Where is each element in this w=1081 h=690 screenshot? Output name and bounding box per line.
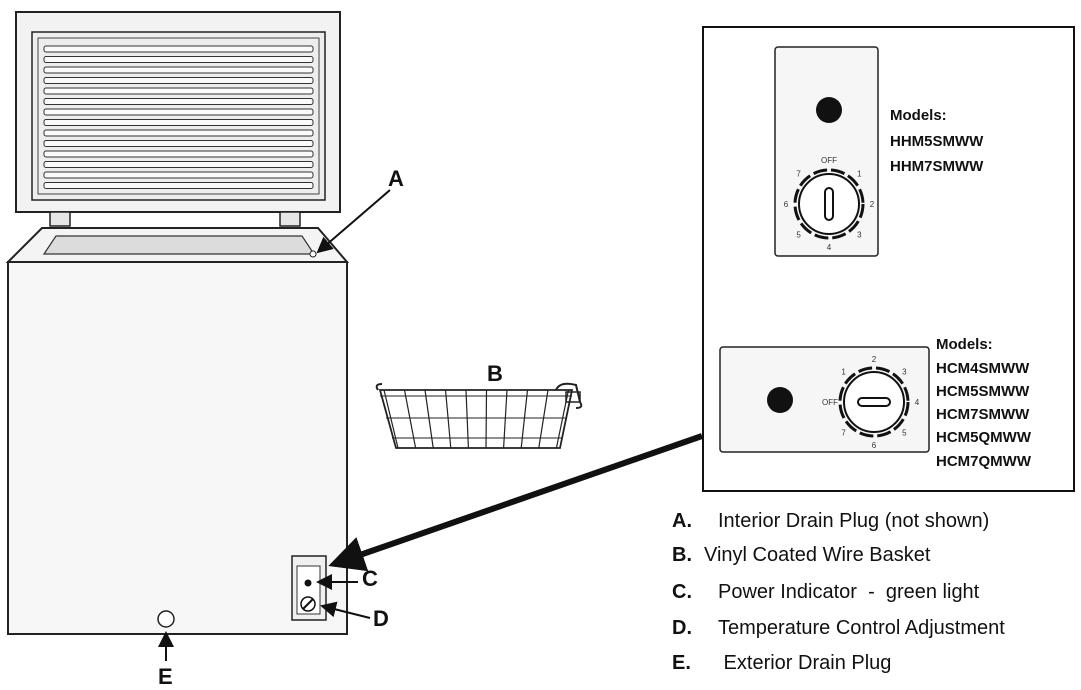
callout-e: E bbox=[158, 664, 173, 689]
lid-rib bbox=[43, 140, 314, 147]
panel2-dial-number: 6 bbox=[872, 441, 877, 450]
legend-text-b: Vinyl Coated Wire Basket bbox=[704, 544, 931, 566]
basket-wire bbox=[465, 389, 469, 449]
panel2-dial-ring bbox=[838, 366, 910, 438]
lid-rib bbox=[43, 56, 314, 63]
lid-rib bbox=[43, 171, 314, 179]
panel2-dial-number: 1 bbox=[841, 368, 846, 377]
panel1-dial-off-label: OFF bbox=[821, 156, 837, 165]
legend-letter-d: D. bbox=[672, 617, 692, 639]
lid-rib bbox=[43, 150, 314, 158]
lid-rib bbox=[43, 108, 314, 116]
power-indicator-light bbox=[304, 579, 312, 587]
legend-letter-c: C. bbox=[672, 581, 692, 603]
lid-rib bbox=[43, 87, 314, 95]
panel1-power-light bbox=[816, 97, 842, 123]
panel1-dial-number: 5 bbox=[796, 230, 801, 239]
legend-letter-e: E. bbox=[672, 652, 691, 674]
panel1-dial-ring bbox=[793, 168, 865, 240]
basket-wire bbox=[520, 389, 529, 449]
basket-wire bbox=[403, 389, 417, 449]
control-panel-horizontal: OFF 1 2 3 4 5 6 7 bbox=[719, 346, 930, 453]
panel1-dial-number: 2 bbox=[870, 200, 875, 209]
panel2-model-4: HCM5QMWW bbox=[936, 429, 1032, 446]
basket-wire bbox=[444, 389, 452, 449]
lid-rib bbox=[43, 45, 314, 53]
legend: A. Interior Drain Plug (not shown) B. Vi… bbox=[672, 510, 1005, 674]
exterior-drain-plug bbox=[157, 610, 175, 628]
panel1-dial-number: 3 bbox=[857, 230, 862, 239]
callout-d-arrow bbox=[320, 601, 371, 619]
legend-letter-b: B. bbox=[672, 544, 692, 566]
callout-a-arrow bbox=[316, 189, 391, 254]
panel2-dial-number: 3 bbox=[902, 368, 907, 377]
panel2-power-light bbox=[767, 387, 793, 413]
control-panel-on-freezer bbox=[291, 555, 327, 621]
panel1-model-1: HHM5SMWW bbox=[890, 133, 984, 150]
panel2-model-1: HCM4SMWW bbox=[936, 360, 1030, 377]
lid-rib bbox=[43, 129, 314, 137]
panel1-dial-number: 1 bbox=[857, 170, 862, 179]
panel2-dial-number: 4 bbox=[915, 398, 920, 407]
lid-rib bbox=[43, 119, 314, 126]
lid-rib bbox=[43, 98, 314, 105]
panel1-dial-number: 7 bbox=[796, 170, 801, 179]
legend-text-c: Power Indicator - green light bbox=[718, 581, 980, 603]
interior-drain-plug bbox=[309, 250, 317, 258]
panel2-dial-off-label: OFF bbox=[822, 398, 838, 407]
callout-c: C bbox=[362, 566, 378, 591]
wire-basket bbox=[375, 382, 583, 449]
inset-pointer-arrow bbox=[328, 433, 703, 572]
freezer-lid bbox=[15, 11, 341, 213]
control-panel-vertical: OFF 1 2 3 4 5 6 7 bbox=[774, 46, 879, 257]
panel2-dial: OFF 1 2 3 4 5 6 7 bbox=[822, 355, 920, 450]
lid-rib bbox=[43, 182, 314, 189]
right-hinge bbox=[279, 211, 301, 227]
lid-rib bbox=[43, 66, 314, 74]
panel1-dial-number: 6 bbox=[784, 200, 789, 209]
panel2-dial-number: 2 bbox=[872, 355, 877, 364]
callout-d: D bbox=[373, 606, 389, 631]
panel2-knob-pointer bbox=[857, 397, 891, 407]
panel1-knob-pointer bbox=[824, 187, 834, 221]
panel2-dial-number: 5 bbox=[902, 428, 907, 437]
panel2-model-3: HCM7SMWW bbox=[936, 406, 1030, 423]
basket-wire bbox=[424, 389, 434, 449]
panel1-models-heading: Models: bbox=[890, 107, 947, 124]
panel1-dial-number: 4 bbox=[827, 243, 832, 252]
legend-text-e: Exterior Drain Plug bbox=[718, 652, 891, 674]
panel1-dial: OFF 1 2 3 4 5 6 7 bbox=[784, 156, 875, 252]
left-hinge bbox=[49, 211, 71, 227]
panel2-model-5: HCM7QMWW bbox=[936, 453, 1032, 470]
legend-letter-a: A. bbox=[672, 510, 692, 532]
basket-wire bbox=[383, 389, 399, 449]
legend-text-a: Interior Drain Plug (not shown) bbox=[718, 510, 989, 532]
lid-rib bbox=[43, 77, 314, 84]
lid-ribs bbox=[43, 45, 314, 189]
freezer-body bbox=[5, 227, 350, 635]
lid-rib bbox=[43, 161, 314, 168]
panel2-model-2: HCM5SMWW bbox=[936, 383, 1030, 400]
basket-wire bbox=[538, 389, 549, 449]
panel1-model-2: HHM7SMWW bbox=[890, 158, 984, 175]
legend-text-d: Temperature Control Adjustment bbox=[718, 617, 1005, 639]
callout-b: B bbox=[487, 361, 503, 386]
panel2-models-heading: Models: bbox=[936, 336, 993, 353]
callout-a: A bbox=[388, 166, 404, 191]
basket-wire bbox=[485, 389, 488, 449]
panel2-dial-number: 7 bbox=[841, 428, 846, 437]
basket-wire bbox=[503, 389, 508, 449]
